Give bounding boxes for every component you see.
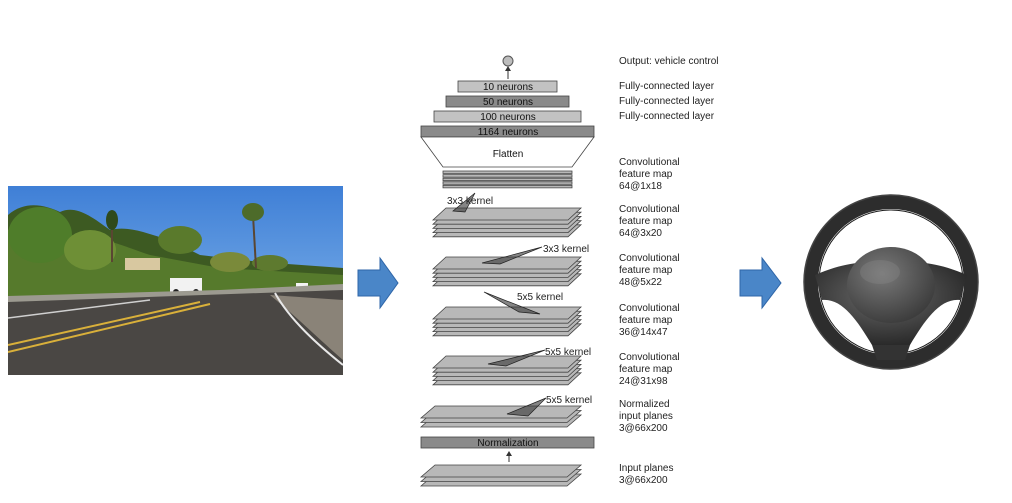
- input-planes-stack: [419, 464, 583, 487]
- fc-layer-50-desc: Fully-connected layer: [619, 96, 715, 107]
- kernel-projection: [481, 246, 543, 265]
- normalized-input-label: Normalized input planes 3@66x200: [619, 399, 673, 434]
- svg-text:feature map: feature map: [619, 216, 673, 227]
- fc-layer-10-label: 10 neurons: [483, 82, 533, 93]
- kernel-projection: [506, 397, 547, 417]
- svg-text:input planes: input planes: [619, 411, 673, 422]
- feature-map-label-0: Convolutional feature map 64@1x18: [619, 157, 680, 192]
- feature-map-stack-0: [442, 170, 573, 189]
- normalized-input-stack: [419, 405, 583, 428]
- kernel-label-5x5-a: 5x5 kernel: [517, 292, 563, 303]
- fc-layer-10: [457, 80, 558, 93]
- svg-text:24@31x98: 24@31x98: [619, 376, 668, 387]
- svg-text:feature map: feature map: [619, 169, 673, 180]
- feature-map-label-1: Convolutional feature map 64@3x20: [619, 204, 680, 239]
- svg-text:64@3x20: 64@3x20: [619, 228, 662, 239]
- svg-text:3@66x200: 3@66x200: [619, 475, 668, 486]
- steering-wheel-image: [803, 194, 979, 370]
- plane: [442, 181, 573, 185]
- plane: [442, 177, 573, 182]
- feature-map-stack-1: [431, 207, 583, 238]
- plane: [442, 174, 573, 178]
- svg-text:feature map: feature map: [619, 315, 673, 326]
- feature-map-label-3: Convolutional feature map 36@14x47: [619, 303, 680, 338]
- input-planes-label: Input planes 3@66x200: [619, 463, 674, 486]
- fc-layer-50-label: 50 neurons: [483, 97, 533, 108]
- kernel-projection: [483, 291, 541, 315]
- svg-text:Convolutional: Convolutional: [619, 352, 680, 363]
- kernel-label-5x5-c: 5x5 kernel: [546, 395, 592, 406]
- feature-map-label-4: Convolutional feature map 24@31x98: [619, 352, 680, 387]
- svg-text:Normalized: Normalized: [619, 399, 670, 410]
- svg-text:Convolutional: Convolutional: [619, 303, 680, 314]
- fc-layer-100-desc: Fully-connected layer: [619, 111, 715, 122]
- feature-map-stack-3: [431, 306, 583, 337]
- arrow-right-icon: [739, 256, 782, 310]
- road-camera-image: [8, 186, 343, 375]
- normalization-label: Normalization: [477, 438, 538, 449]
- plane: [419, 464, 583, 478]
- kernel-projection: [452, 192, 476, 213]
- feature-map-stack-4: [431, 355, 583, 386]
- svg-text:3@66x200: 3@66x200: [619, 423, 668, 434]
- output-node: [502, 55, 514, 67]
- kernel-label-3x3-a: 3x3 kernel: [447, 196, 493, 207]
- kernel-label-5x5-b: 5x5 kernel: [545, 347, 591, 358]
- plane: [431, 306, 583, 320]
- plane: [431, 207, 583, 221]
- svg-text:48@5x22: 48@5x22: [619, 277, 662, 288]
- svg-text:feature map: feature map: [619, 364, 673, 375]
- fc-layer-100-label: 100 neurons: [480, 112, 536, 123]
- flatten-label: Flatten: [493, 149, 524, 160]
- svg-text:Convolutional: Convolutional: [619, 204, 680, 215]
- svg-text:Convolutional: Convolutional: [619, 157, 680, 168]
- plane: [442, 184, 573, 189]
- svg-text:Convolutional: Convolutional: [619, 253, 680, 264]
- svg-text:64@1x18: 64@1x18: [619, 181, 662, 192]
- fc-layer-1164-label: 1164 neurons: [478, 127, 538, 138]
- svg-text:feature map: feature map: [619, 265, 673, 276]
- plane: [419, 405, 583, 419]
- normalization-block: [420, 436, 595, 449]
- network-diagram: Output: vehicle control 10 neurons Fully…: [419, 55, 719, 487]
- arrow-right-icon: [357, 256, 399, 310]
- feature-map-label-2: Convolutional feature map 48@5x22: [619, 253, 680, 288]
- fc-layer-50: [445, 95, 570, 108]
- flatten-block: [420, 136, 595, 168]
- kernel-projection: [487, 349, 546, 367]
- fc-layer-100: [433, 110, 582, 123]
- plane: [431, 256, 583, 270]
- svg-text:36@14x47: 36@14x47: [619, 327, 668, 338]
- kernel-label-3x3-b: 3x3 kernel: [543, 244, 589, 255]
- feature-map-stack-2: [431, 256, 583, 287]
- fc-layer-10-desc: Fully-connected layer: [619, 81, 715, 92]
- output-label: Output: vehicle control: [619, 56, 719, 67]
- plane: [442, 170, 573, 174]
- svg-text:Input planes: Input planes: [619, 463, 674, 474]
